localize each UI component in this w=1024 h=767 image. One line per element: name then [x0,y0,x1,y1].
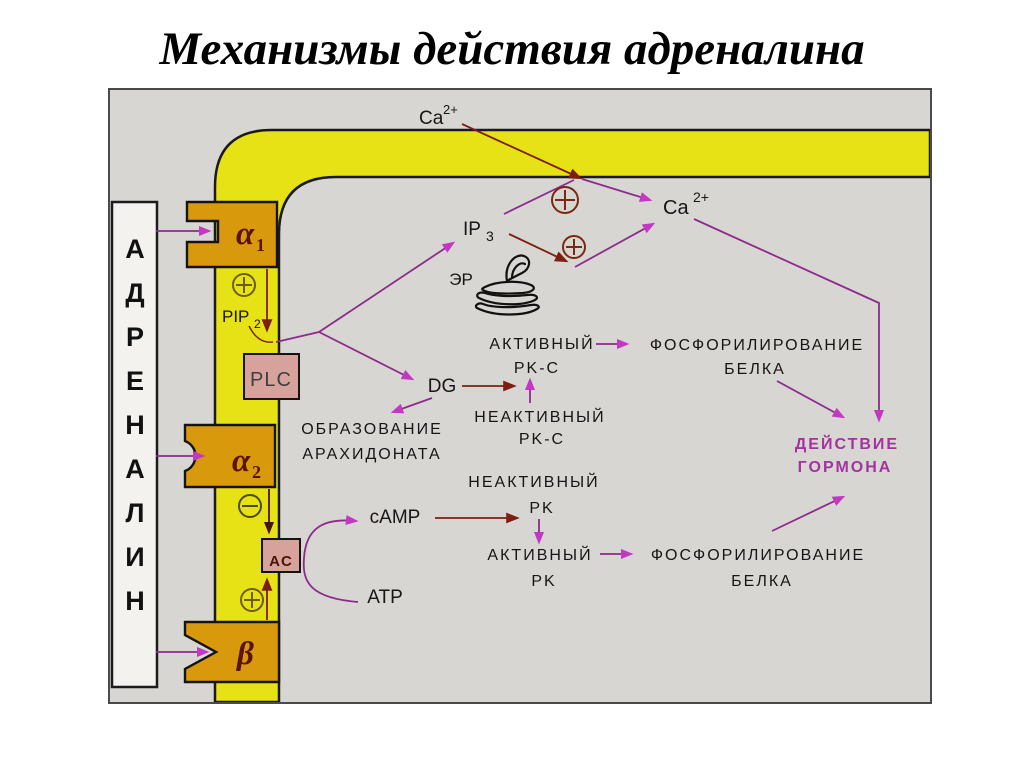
adrenaline-letter: А [125,234,145,264]
ac-box [261,538,301,573]
diagram-panel: А Д Р Е Н А Л И Н α 1 α 2 β PLC AC [108,88,932,704]
plus-circle-icon [232,273,256,297]
alpha2-label: α [232,443,251,479]
arrow-ca-entry [461,123,583,180]
alpha1-label: α [236,216,255,252]
plus-circle-icon [240,588,264,612]
plus-circle-icon [562,235,586,259]
adrenaline-letter: Р [126,322,144,352]
pip2-sub: 2 [254,317,261,331]
camp-label: cAMP [370,507,421,528]
alpha1-receptor [185,200,279,269]
arc-pip2 [248,325,274,343]
phospho-top-label: ФОСФОРИЛИРОВАНИЕ [650,337,864,354]
dg-label: DG [428,376,457,397]
adrenaline-letter: И [125,542,144,572]
arachidonate-label-2: АРАХИДОНАТА [302,446,441,463]
ca-out-sup: 2+ [443,102,458,117]
plc-label: PLC [250,369,292,391]
mechanism-diagram: А Д Р Е Н А Л И Н α 1 α 2 β PLC AC [110,102,930,702]
adrenaline-box [110,200,159,689]
atp-label: ATP [367,587,403,608]
inactive-pkc-name: PK-C [519,431,565,448]
phospho-bottom-label: ФОСФОРИЛИРОВАНИЕ [651,547,865,564]
arrow-plc-ip3 [275,241,456,343]
ip3-label: IP [463,219,481,240]
hormone-action-label-1: ДЕЙСТВИЕ [795,434,899,453]
ca-in-sup: 2+ [693,189,709,205]
adrenaline-letter: Л [126,498,145,528]
active-pk-name: PK [531,573,556,590]
plus-circle-icon [551,186,579,214]
active-pk-label: АКТИВНЫЙ [487,545,592,564]
adrenaline-letter: Д [125,278,144,308]
phospho-top-protein: БЕЛКА [724,361,786,378]
alpha2-sub: 2 [252,462,261,482]
ac-label: AC [269,553,293,570]
arrow-ip3-er [508,233,569,263]
plc-box [243,353,300,400]
ip3-sub: 3 [486,228,494,244]
arrow-plc-dg [318,331,415,381]
arrow-ca-to-cytosol [581,178,653,202]
inactive-pk-label: НЕАКТИВНЫЙ [468,472,599,491]
beta-receptor [183,620,281,684]
adrenaline-letter: Н [125,586,145,616]
cell-membrane [213,128,930,702]
arrow-phospho-action-bottom [771,495,846,532]
ca-out-label: Ca [419,108,444,129]
minus-circle-icon [238,494,262,518]
adrenaline-letter: А [125,454,145,484]
adrenaline-letter: Н [125,410,145,440]
inactive-pk-name: PK [529,500,554,517]
hormone-action-label-2: ГОРМОНА [798,459,893,476]
arrow-phospho-action-top [776,380,846,419]
arc-atp-camp [302,514,359,603]
arrow-ca-action [693,218,885,423]
active-pkc-name: PK-C [514,360,560,377]
pip2-label: PIP [222,307,249,326]
er-sketch [474,254,540,316]
arachidonate-label-1: ОБРАЗОВАНИЕ [301,421,443,438]
arrow-dg-arachidonate [390,397,433,414]
page-title: Механизмы действия адреналина [159,23,865,75]
ca-in-label: Ca [663,197,689,219]
inactive-pkc-label: НЕАКТИВНЫЙ [474,407,605,426]
adrenaline-letter: Е [126,366,144,396]
beta-label: β [235,636,254,672]
arrow-er-ca [574,222,656,268]
active-pkc-label: АКТИВНЫЙ [489,334,594,353]
er-label: ЭР [449,270,473,289]
alpha1-sub: 1 [256,235,265,255]
phospho-bottom-protein: БЕЛКА [731,573,793,590]
arrow-ip3-channel [503,179,575,215]
